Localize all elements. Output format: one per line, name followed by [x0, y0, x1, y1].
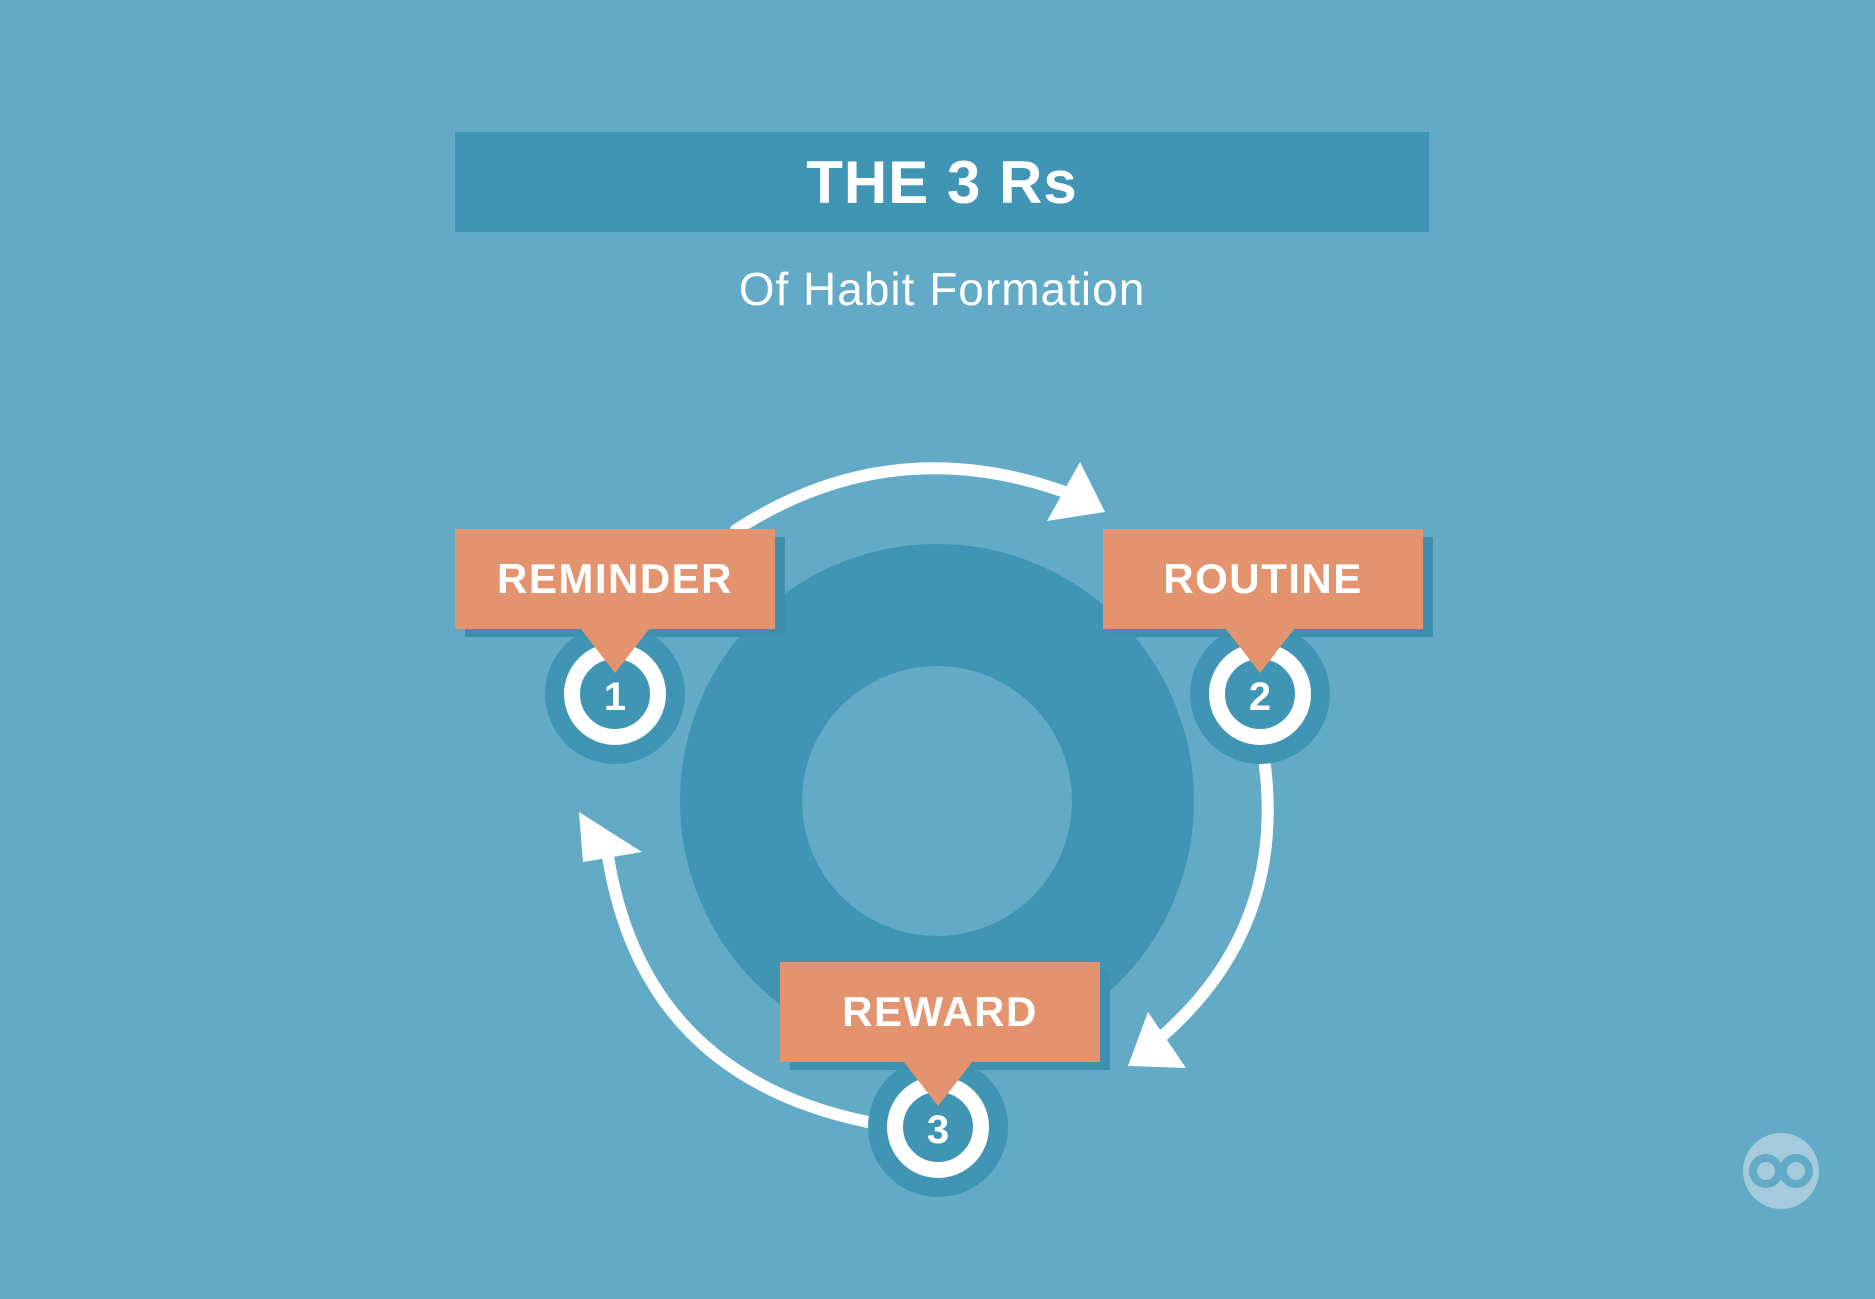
- label-box-reminder: [455, 529, 785, 673]
- arc-reminder-to-routine: [730, 462, 1071, 536]
- step-label-routine: ROUTINE: [1163, 555, 1363, 602]
- label-box-reward: [780, 962, 1110, 1106]
- label-pointer: [1225, 628, 1295, 673]
- label-fill: [455, 529, 775, 629]
- cycle-arrow-reward-to-reminder: [579, 812, 874, 1128]
- label-pointer: [903, 1061, 973, 1106]
- page-subtitle: Of Habit Formation: [738, 263, 1146, 315]
- step-number-2: 2: [1248, 674, 1272, 719]
- cycle-arrow-reminder-to-routine: [730, 462, 1105, 536]
- step-label-reminder: REMINDER: [496, 555, 733, 602]
- step-label-reward: REWARD: [842, 988, 1038, 1035]
- label-box-routine: [1103, 529, 1433, 673]
- infinity-logo-icon: [1743, 1133, 1819, 1209]
- arc-routine-to-reward: [1154, 760, 1274, 1044]
- label-fill: [780, 962, 1100, 1062]
- arrowhead-routine-to-reward: [1128, 1012, 1186, 1068]
- label-pointer: [580, 628, 650, 673]
- arrowhead-reminder-to-routine: [1047, 462, 1105, 521]
- page-title: THE 3 Rs: [806, 148, 1078, 216]
- step-number-1: 1: [603, 674, 627, 719]
- title-bar: THE 3 Rs: [455, 132, 1429, 232]
- cycle-arrow-routine-to-reward: [1128, 760, 1274, 1068]
- center-ring: [680, 544, 1194, 1058]
- arrowhead-reward-to-reminder: [579, 812, 642, 862]
- arc-reward-to-reminder: [601, 844, 874, 1128]
- step-number-3: 3: [926, 1107, 950, 1152]
- label-fill: [1103, 529, 1423, 629]
